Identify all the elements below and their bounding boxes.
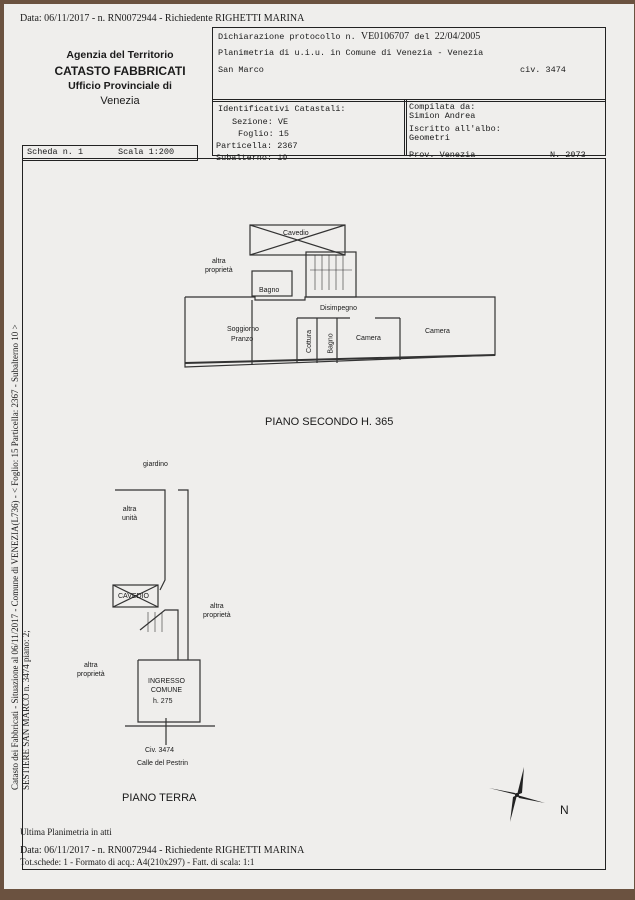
ground-floor-plan bbox=[112, 489, 215, 745]
altra-text: altra bbox=[122, 506, 137, 513]
label-altra-unita: altra unità bbox=[122, 505, 137, 523]
proprieta-text: proprietà bbox=[203, 612, 231, 619]
room-cavedio-upper: Cavedio bbox=[283, 230, 309, 237]
room-cavedio-ground: CAVEDIO bbox=[118, 593, 149, 600]
label-proprieta-upper: proprietà bbox=[205, 267, 233, 274]
proprieta-text: proprietà bbox=[77, 671, 105, 678]
protocol-line: Dichiarazione protocollo n. VE0106707 de… bbox=[218, 31, 480, 42]
catasto-title: CATASTO FABBRICATI bbox=[54, 64, 186, 78]
room-camera-1: Camera bbox=[356, 335, 381, 342]
ground-floor-height: h. 275 bbox=[153, 698, 173, 705]
compiled-by-label: Compilata da: bbox=[409, 102, 476, 112]
room-ingresso-comune: INGRESSO COMUNE bbox=[148, 677, 185, 695]
room-bagno-2: Bagno bbox=[327, 333, 335, 354]
ground-floor-title: PIANO TERRA bbox=[122, 792, 197, 804]
identifiers-box bbox=[212, 99, 407, 156]
footer-format-line: Tot.schede: 1 - Formato di acq.: A4(210x… bbox=[20, 857, 255, 867]
sheet-box bbox=[22, 145, 198, 161]
street-name: Calle del Pestrin bbox=[137, 760, 188, 767]
room-bagno-upper: Bagno bbox=[259, 287, 280, 294]
compass-rose-icon bbox=[489, 767, 545, 822]
registration-number: N. 2073 bbox=[550, 150, 586, 160]
albo-label: Iscritto all'albo: bbox=[409, 124, 501, 134]
room-cottura: Cottura bbox=[305, 330, 313, 353]
protocol-number: VE0106707 bbox=[360, 31, 410, 42]
footer-request-line: Data: 06/11/2017 - n. RN0072944 - Richie… bbox=[20, 845, 305, 856]
room-soggiorno: Soggiorno bbox=[227, 326, 259, 333]
planimetria-line: Planimetria di u.i.u. in Comune di Venez… bbox=[218, 48, 484, 58]
ground-civic: Civ. 3474 bbox=[145, 747, 175, 754]
compiler-box bbox=[404, 99, 606, 156]
ingresso-text: INGRESSO bbox=[148, 678, 185, 685]
room-disimpegno: Disimpegno bbox=[320, 305, 357, 312]
label-giardino: giardino bbox=[143, 461, 168, 468]
compiler-name: Simion Andrea bbox=[409, 111, 476, 121]
identifiers-title: Identificativi Catastali: bbox=[218, 104, 346, 114]
declaration-box bbox=[212, 27, 606, 102]
ufficio-label: Ufficio Provinciale di bbox=[68, 80, 172, 92]
date-label: del bbox=[414, 32, 430, 42]
sheet-number: Scheda n. 1 bbox=[27, 147, 84, 157]
agency-name: Agenzia del Territorio bbox=[66, 49, 174, 61]
document-page bbox=[4, 4, 634, 889]
altra-text: altra bbox=[84, 662, 98, 669]
north-label: N bbox=[560, 803, 569, 817]
albo: Geometri bbox=[409, 133, 450, 143]
drawing-frame bbox=[22, 158, 606, 870]
label-altra-proprieta-right: altra proprietà bbox=[203, 602, 231, 620]
foglio: Foglio: 15 bbox=[238, 129, 290, 139]
sezione: Sezione: VE bbox=[232, 117, 289, 127]
particella: Particella: 2367 bbox=[216, 141, 298, 151]
label-altra-proprieta-left: altra proprietà bbox=[77, 661, 105, 679]
room-pranzo: Pranzo bbox=[231, 336, 254, 343]
header-request-line: Data: 06/11/2017 - n. RN0072944 - Richie… bbox=[20, 13, 305, 24]
province: Prov. Venezia bbox=[409, 150, 476, 160]
address: San Marco bbox=[218, 65, 264, 75]
protocol-label: Dichiarazione protocollo n. bbox=[218, 32, 356, 42]
protocol-date: 22/04/2005 bbox=[434, 31, 481, 42]
sheet-scale: Scala 1:200 bbox=[118, 147, 175, 157]
room-camera-2: Camera bbox=[425, 328, 450, 335]
comune-text: COMUNE bbox=[150, 687, 183, 694]
upper-floor-title: PIANO SECONDO H. 365 bbox=[265, 416, 394, 428]
civic-number: civ. 3474 bbox=[520, 65, 566, 75]
altra-text: altra bbox=[210, 603, 224, 610]
upper-floor-plan bbox=[184, 224, 496, 368]
ultima-planimetria: Ultima Planimetria in atti bbox=[20, 827, 112, 837]
ufficio-city: Venezia bbox=[100, 95, 140, 107]
unita-text: unità bbox=[122, 515, 138, 522]
label-altra-upper: altra bbox=[212, 258, 226, 265]
